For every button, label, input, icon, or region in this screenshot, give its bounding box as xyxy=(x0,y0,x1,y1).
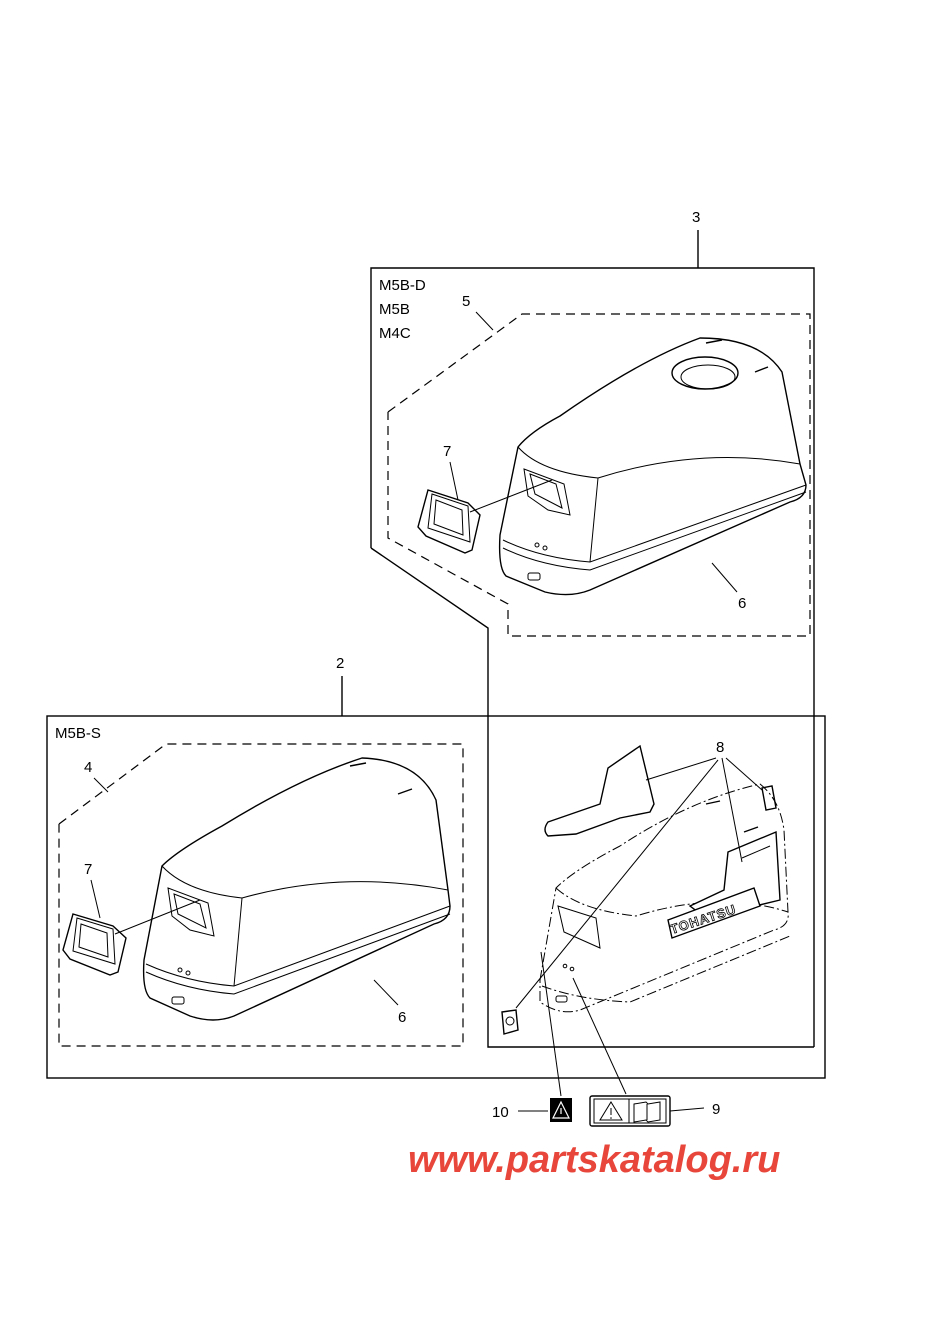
callout-2: 2 xyxy=(336,655,344,672)
warning-label-10-icon xyxy=(550,1098,572,1122)
group-2-frame xyxy=(46,715,826,1079)
callout-3: 3 xyxy=(692,209,700,226)
callout-8: 8 xyxy=(716,739,724,756)
callout-4: 4 xyxy=(84,759,92,776)
decal-layout-cover: TOHATSU xyxy=(539,783,791,1013)
model-label-m5b: M5B xyxy=(379,301,410,318)
lower-rubber-grommet xyxy=(62,913,127,976)
warning-plug-decal xyxy=(501,1009,519,1035)
callout-10: 10 xyxy=(492,1104,509,1121)
model-label-m5b-d: M5B-D xyxy=(379,277,426,294)
upper-rubber-grommet xyxy=(417,489,481,554)
callout-7-upper: 7 xyxy=(443,443,451,460)
upper-engine-cover xyxy=(498,337,807,596)
decal-side-stripe xyxy=(544,744,655,837)
group-5-dashed-frame xyxy=(387,313,811,637)
group-3-frame xyxy=(370,230,815,1048)
callout-6-upper: 6 xyxy=(738,595,746,612)
group-4-dashed-frame xyxy=(58,743,464,1047)
callout-5: 5 xyxy=(462,293,470,310)
warning-label-9-icon xyxy=(589,1095,671,1127)
decal-small-tab xyxy=(761,785,777,811)
model-label-m5b-s: M5B-S xyxy=(55,725,101,742)
lower-engine-cover xyxy=(142,757,451,1021)
watermark-text: www.partskatalog.ru xyxy=(408,1139,780,1181)
model-label-m4c: M4C xyxy=(379,325,411,342)
callout-7-lower: 7 xyxy=(84,861,92,878)
callout-9: 9 xyxy=(712,1101,720,1118)
callout-6-lower: 6 xyxy=(398,1009,406,1026)
